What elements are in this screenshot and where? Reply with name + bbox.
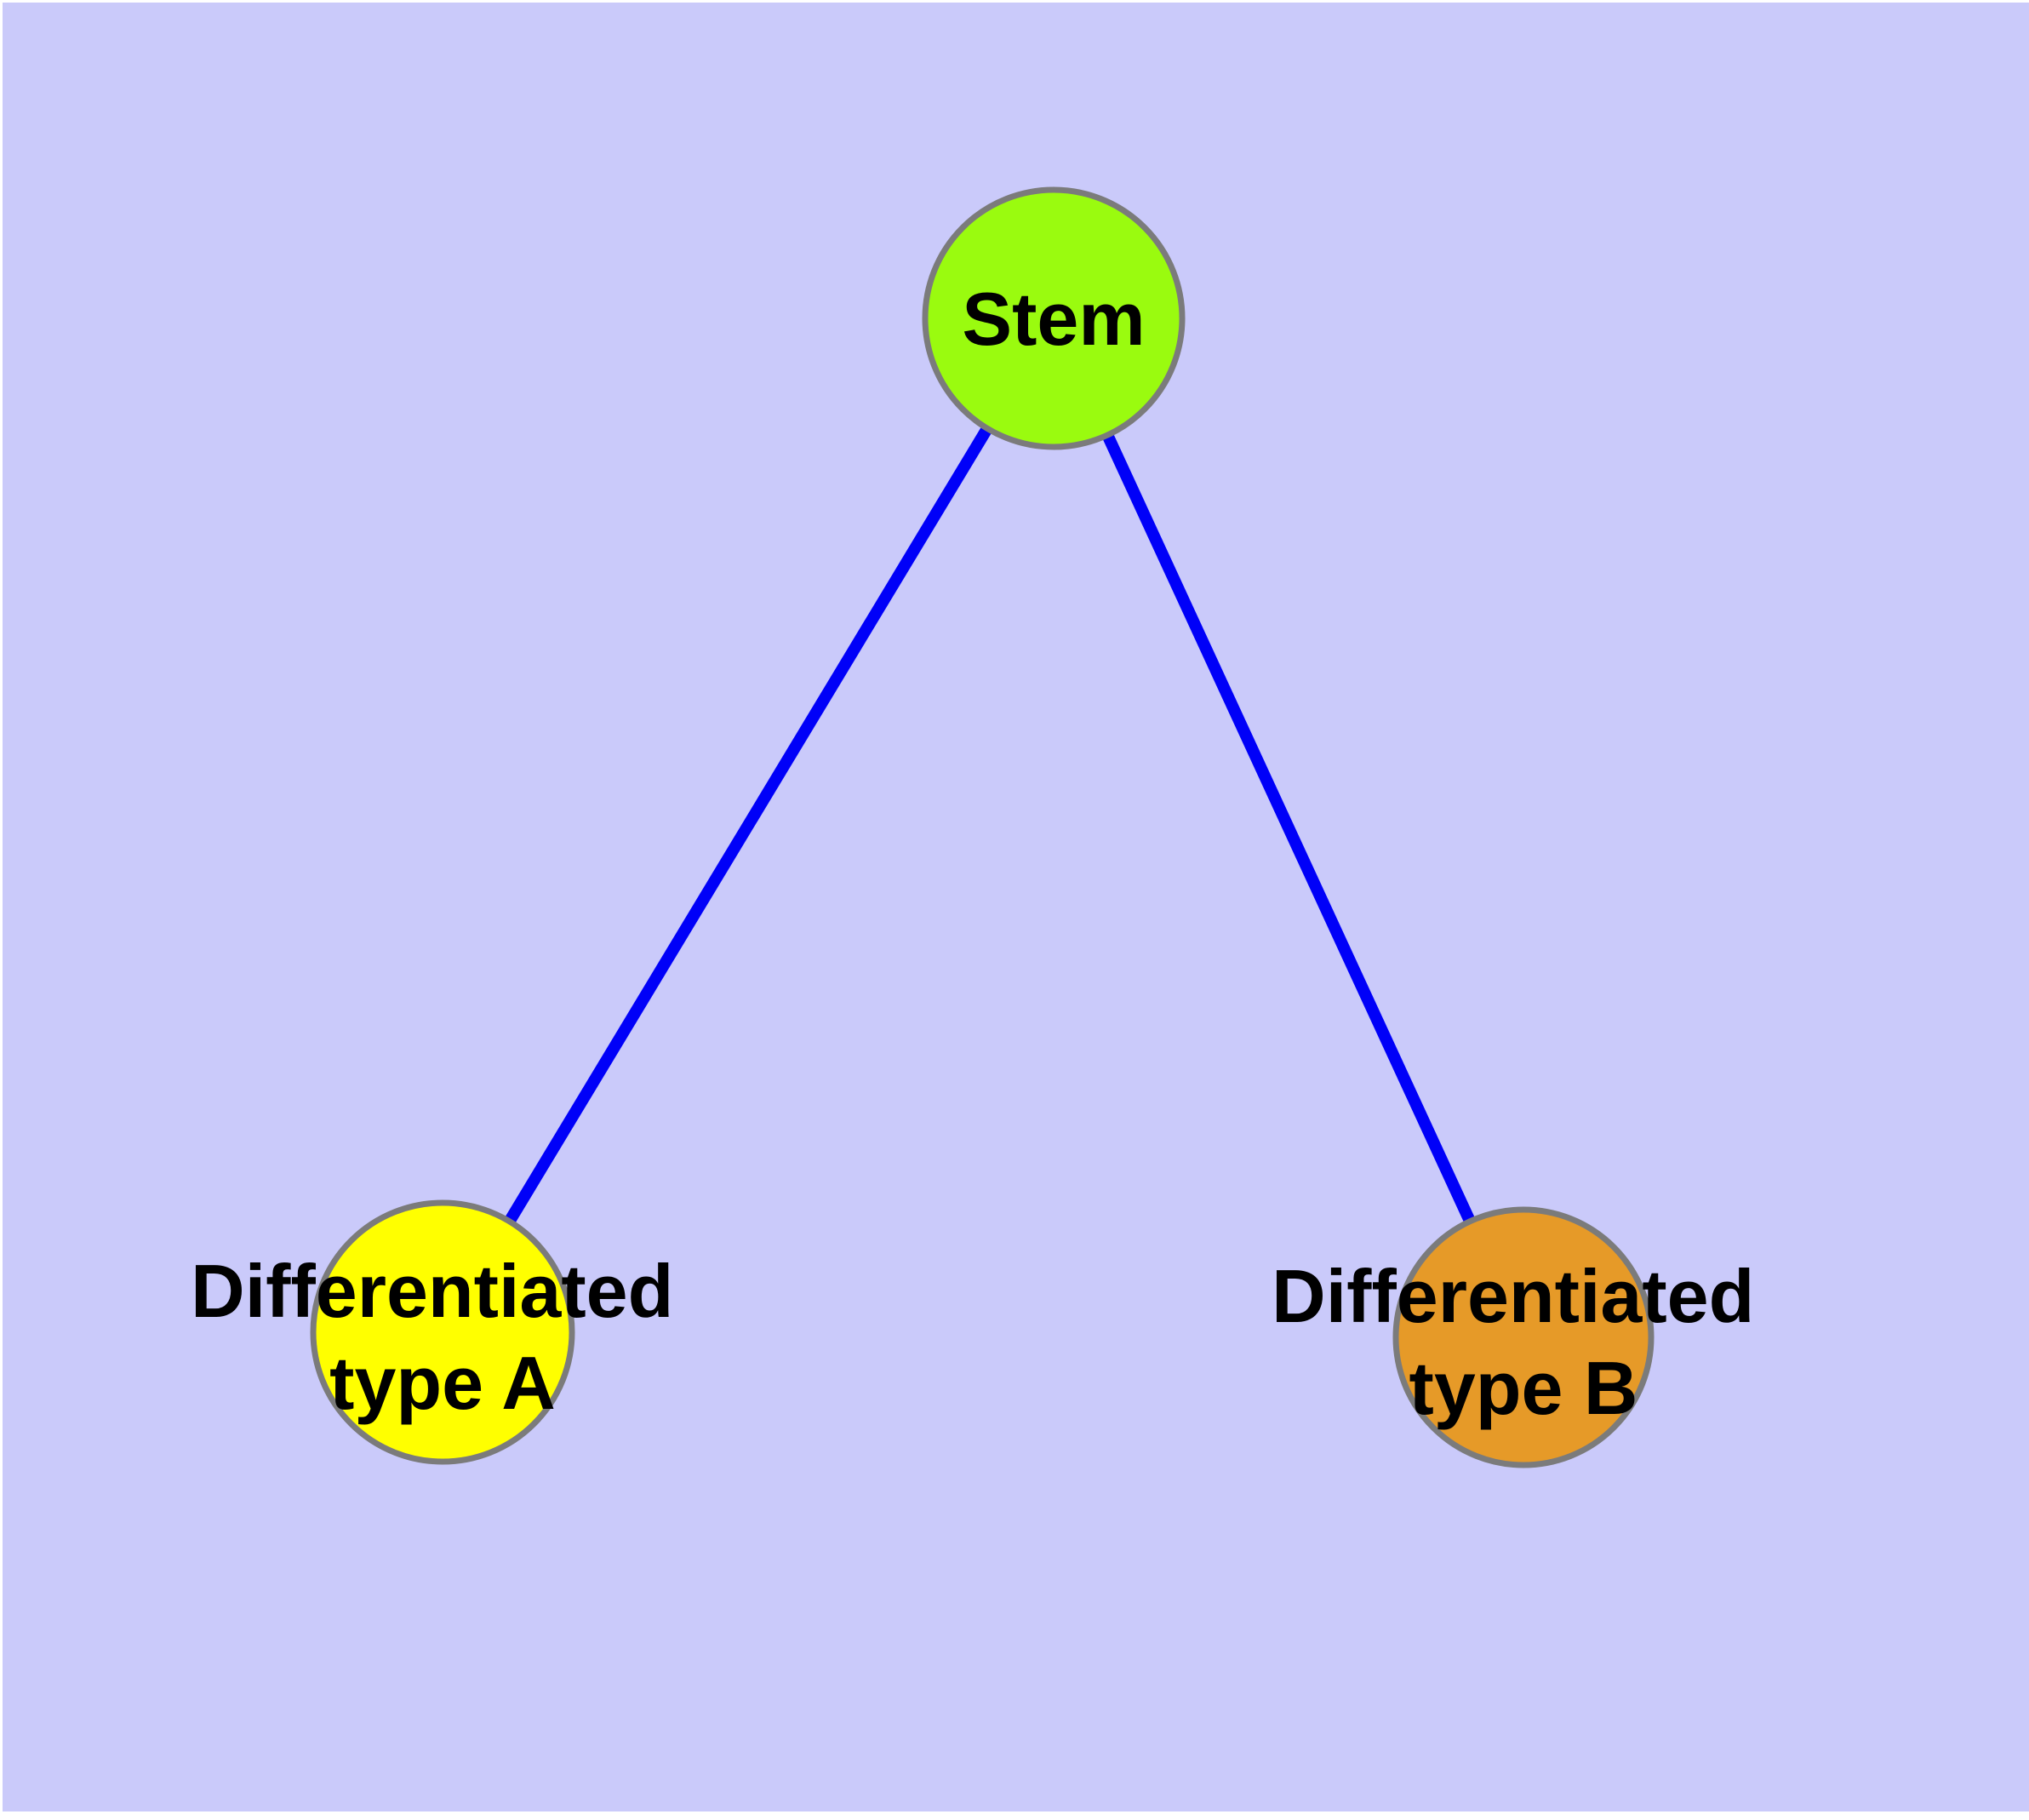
node-differentiated-type-b-label-line2: type B	[1409, 1346, 1638, 1430]
node-differentiated-type-a	[310, 1199, 575, 1465]
node-differentiated-type-b	[1392, 1206, 1655, 1468]
edge-stem-to-type-b	[1048, 316, 1529, 1340]
node-differentiated-type-b-label-line1: Differentiated	[1272, 1254, 1754, 1338]
node-differentiated-type-a-label-line2: type A	[329, 1341, 556, 1425]
node-differentiated-type-b-label: Differentiated type B	[1272, 1254, 1775, 1430]
node-differentiated-type-a-label: Differentiated type A	[191, 1249, 694, 1425]
node-stem-label: Stem	[962, 277, 1145, 361]
edge-stem-to-type-a	[437, 315, 1059, 1336]
node-differentiated-type-a-label-line1: Differentiated	[191, 1249, 673, 1333]
node-stem	[922, 186, 1186, 450]
